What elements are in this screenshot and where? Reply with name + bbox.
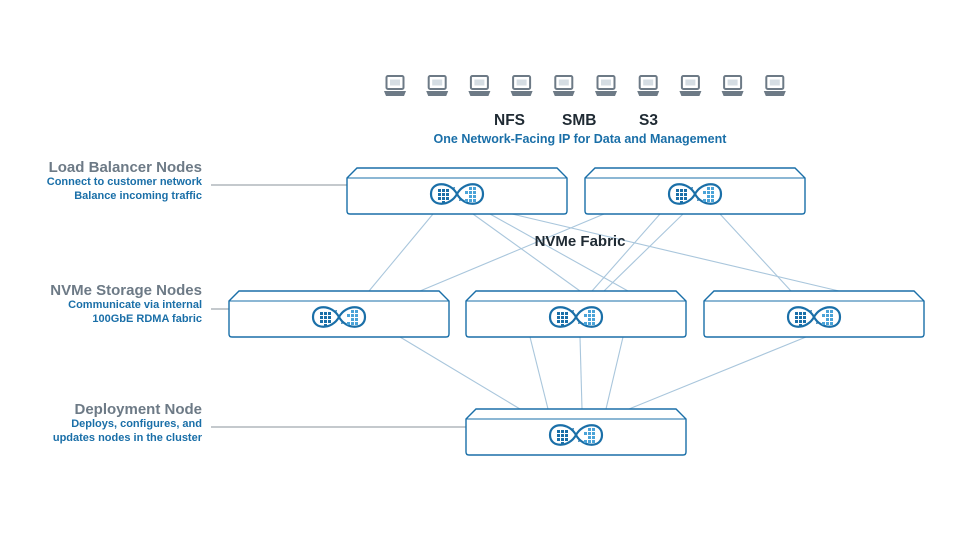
fabric-link	[419, 213, 605, 292]
lb-node-1	[346, 167, 568, 215]
protocol-smb: SMB	[562, 112, 597, 129]
fabric-links	[368, 213, 840, 410]
node-box	[703, 290, 925, 338]
fabric-link	[489, 213, 629, 292]
deploy-node	[465, 408, 687, 456]
fabric-link	[579, 336, 583, 410]
storage-tier-label: NVMe Storage Nodes Communicate via inter…	[10, 282, 202, 326]
tier-title: Load Balancer Nodes	[48, 159, 202, 176]
node-box	[346, 167, 568, 215]
laptop-icon	[595, 75, 617, 96]
infinity-logo-icon	[667, 183, 723, 205]
fabric-link	[628, 336, 807, 410]
node-box	[465, 290, 687, 338]
laptop-icon	[468, 75, 491, 96]
tier-title: Deployment Node	[74, 401, 202, 418]
infinity-logo-icon	[548, 424, 604, 446]
protocol-s3: S3	[639, 112, 658, 129]
client-laptops	[384, 75, 786, 96]
network-ip-caption: One Network-Facing IP for Data and Manag…	[433, 132, 727, 146]
fabric-link	[511, 213, 840, 292]
tier-description: Deploys, configures, and updates nodes i…	[52, 418, 202, 444]
protocol-nfs: NFS	[494, 112, 525, 129]
laptop-icon	[721, 75, 744, 96]
fabric-link	[529, 336, 549, 410]
storage-node-2	[465, 290, 687, 338]
node-box	[584, 167, 806, 215]
load-balancer-tier-label: Load Balancer Nodes Connect to customer …	[10, 159, 202, 203]
leader-lines	[211, 184, 466, 428]
laptop-icon	[763, 75, 786, 96]
laptop-icon	[637, 75, 660, 96]
node-box	[228, 290, 450, 338]
laptop-icon	[510, 75, 533, 96]
cluster-nodes	[228, 167, 925, 456]
fabric-link	[472, 213, 581, 292]
laptop-icon	[552, 75, 575, 96]
tier-title: NVMe Storage Nodes	[50, 282, 202, 299]
infinity-logo-icon	[548, 306, 604, 328]
laptop-icon	[426, 75, 449, 96]
fabric-link	[719, 213, 792, 292]
lb-node-2	[584, 167, 806, 215]
fabric-link	[603, 213, 684, 292]
tier-description: Communicate via internal 100GbE RDMA fab…	[68, 299, 202, 325]
fabric-link	[368, 213, 434, 292]
tier-description: Connect to customer network Balance inco…	[46, 176, 202, 202]
fabric-link	[399, 336, 521, 410]
fabric-link	[591, 213, 661, 292]
fabric-label: NVMe Fabric	[534, 233, 626, 250]
deployment-tier-label: Deployment Node Deploys, configures, and…	[10, 401, 202, 445]
infinity-logo-icon	[311, 306, 367, 328]
storage-node-3	[703, 290, 925, 338]
node-box	[465, 408, 687, 456]
infinity-logo-icon	[786, 306, 842, 328]
laptop-icon	[384, 75, 406, 96]
infinity-logo-icon	[429, 183, 485, 205]
storage-node-1	[228, 290, 450, 338]
laptop-icon	[679, 75, 702, 96]
fabric-link	[605, 336, 624, 410]
